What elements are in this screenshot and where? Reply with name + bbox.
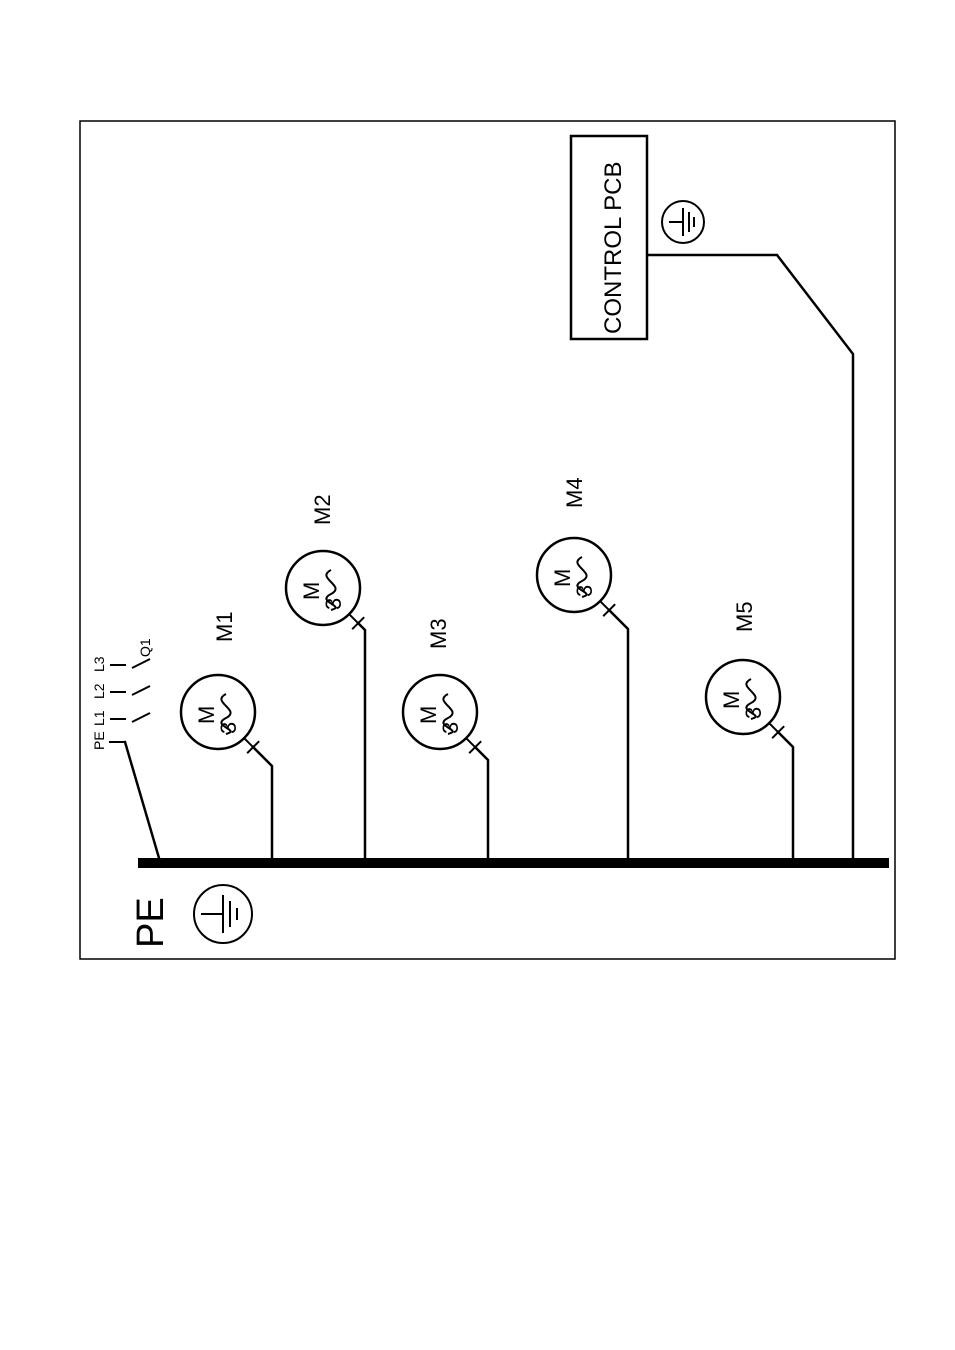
motor-m5-terminal-stub	[769, 723, 778, 732]
switch-pe-wire	[125, 742, 159, 858]
control-pcb-label: CONTROL PCB	[600, 162, 627, 334]
switch-terminal-pe: PE	[91, 731, 107, 750]
motor-m4-terminal-stub	[600, 601, 609, 610]
motor-m1-symbol-letter: M	[194, 706, 219, 724]
motor-m1-terminal-stub	[244, 738, 253, 747]
motor-m4-symbol-letter: M	[550, 569, 575, 587]
motor-m5-symbol-letter: M	[719, 691, 744, 709]
switch-contact-l3	[110, 659, 150, 668]
motor-m5-pe-wire	[778, 732, 793, 858]
motor-m3-terminal-stub	[466, 738, 475, 747]
switch-terminal-l3: L3	[91, 656, 107, 672]
motor-m2-terminal-stub	[349, 614, 358, 623]
switch-contact-l1	[110, 713, 150, 722]
pe-label-text: PE	[130, 897, 172, 948]
motor-m2-symbol-letter: M	[299, 582, 324, 600]
earth-ground-icon	[194, 885, 252, 943]
motor-m2-pe-wire	[358, 623, 365, 858]
motor-m3-pe-wire	[475, 747, 488, 858]
motor-m3-label: M3	[426, 618, 451, 649]
switch-terminal-l1: L1	[91, 710, 107, 726]
switch-terminal-l2: L2	[91, 683, 107, 699]
control-pcb-earth-icon	[662, 201, 704, 243]
control-pcb-pe-wire	[648, 255, 853, 858]
switch-contact-l2	[110, 686, 150, 695]
motor-m4-pe-wire	[609, 610, 628, 858]
motor-m1-label: M1	[212, 611, 237, 642]
switch-q1: Q1 PE L1 L2 L3	[91, 638, 159, 858]
motor-m2-label: M2	[310, 494, 335, 525]
switch-q1-designator: Q1	[137, 638, 153, 657]
motor-m3-symbol-letter: M	[416, 706, 441, 724]
motor-m1-pe-wire	[253, 747, 272, 858]
pe-bus-bar	[138, 858, 889, 868]
pe-label: PE	[130, 897, 172, 948]
control-pcb: CONTROL PCB	[571, 136, 853, 858]
motor-m4-label: M4	[562, 477, 587, 508]
motor-m5-label: M5	[732, 601, 757, 632]
